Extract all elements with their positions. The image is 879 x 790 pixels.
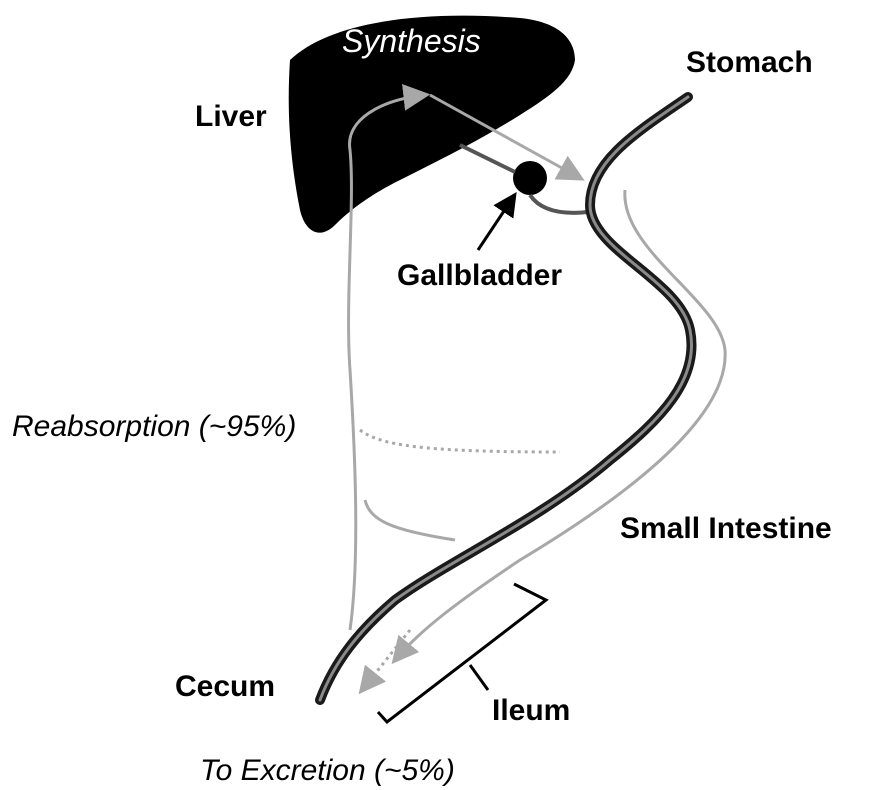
label-small-intestine: Small Intestine [620, 512, 832, 545]
label-reabsorption: Reabsorption (~95%) [12, 410, 296, 443]
flow-excretion-dotted [362, 630, 410, 690]
label-to-excretion: To Excretion (~5%) [200, 754, 455, 787]
ileum-bracket-tick [470, 665, 488, 690]
label-gallbladder: Gallbladder [397, 259, 562, 292]
cystic-duct [530, 195, 588, 213]
label-cecum: Cecum [175, 670, 275, 703]
flow-reabsorption-dotted [360, 430, 560, 452]
gallbladder-shape [513, 161, 547, 195]
label-stomach: Stomach [686, 46, 813, 79]
hepatic-duct [460, 145, 515, 172]
label-ileum: Ileum [492, 694, 570, 727]
flow-reabsorption-branch [365, 500, 455, 540]
label-liver: Liver [195, 100, 267, 133]
gallbladder-pointer [478, 196, 514, 250]
label-synthesis: Synthesis [342, 23, 481, 59]
